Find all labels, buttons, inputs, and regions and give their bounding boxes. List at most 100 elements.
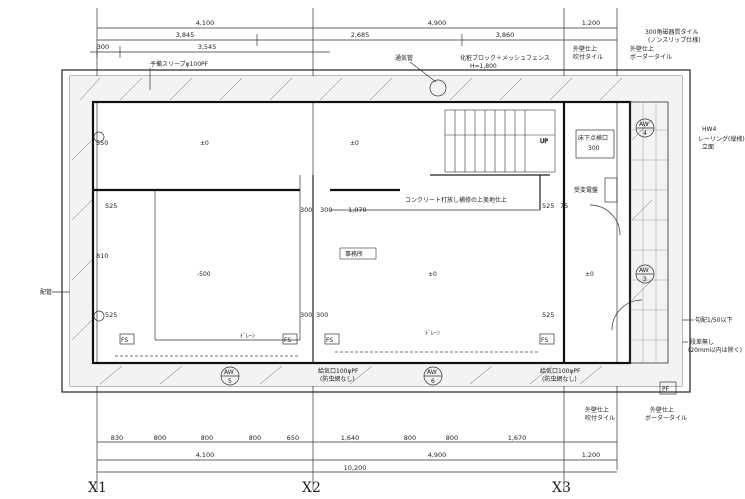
stair-up-label: UP — [540, 138, 548, 145]
wall-tr-b2: ボーダータイル — [630, 53, 672, 61]
aw-4: AW — [427, 369, 437, 376]
wall-br-b1: 外壁仕上 — [650, 406, 674, 414]
dim-1070: 1,070 — [348, 206, 367, 214]
note-concrete: コンクリート打放し補修の上美地仕上 — [405, 196, 507, 204]
level-mid-center: ±0 — [428, 271, 437, 278]
dim-top-1200: 1,200 — [582, 19, 601, 27]
wall-br-a1: 外壁仕上 — [585, 406, 609, 414]
aw-3: AW — [224, 369, 234, 376]
top-annotations: 予備スリーブφ100PF 通気管 化粧ブロック＋メッシュフェンス H=1,800… — [149, 28, 701, 90]
note-left-pipe: 配管 — [40, 288, 52, 296]
fs-1: FS — [121, 337, 128, 344]
dim-b-1670: 1,670 — [508, 434, 527, 442]
dim-top-300: 300 — [97, 43, 109, 51]
inspection-label: 床下点検口 — [578, 134, 608, 142]
dim-525-c: 525 — [105, 311, 117, 319]
dim-300-c: 300 — [300, 311, 312, 319]
note-railing-2: 立面 — [702, 143, 714, 151]
fs-2: FS — [284, 337, 291, 344]
equipment: 床下点検口 300 受変電盤 — [574, 129, 643, 331]
level-top-mid: ±0 — [350, 140, 359, 147]
dim-300-d: 300 — [316, 311, 328, 319]
intake-2a: 給気口100φPF — [540, 367, 581, 375]
top-dimensions: 4,100 4,900 1,200 3,845 2,685 3,860 300 … — [90, 19, 617, 58]
intake-1b: (防虫網なし) — [320, 375, 355, 383]
note-step-1: 段差無し — [690, 338, 714, 346]
dim-525-b: 525 — [542, 202, 554, 210]
dim-b-800-2: 800 — [201, 434, 213, 442]
aw-1-num: 4 — [643, 130, 647, 137]
aw-3-num: 5 — [228, 378, 232, 385]
wall-hatching — [71, 77, 653, 385]
window-markers: AW 4 AW 3 AW 5 AW 6 — [93, 79, 655, 386]
dim-525-a: 525 — [105, 202, 117, 210]
wall-br-b2: ボーダータイル — [645, 414, 687, 422]
note-vent: 通気管 — [395, 54, 413, 62]
fs-3: FS — [326, 337, 333, 344]
dim-b-total: 10,200 — [344, 464, 367, 472]
level-top-left: ±0 — [200, 140, 209, 147]
note-hw4: HW4 — [702, 126, 716, 133]
fs-4: FS — [541, 337, 548, 344]
intake-2b: (防虫網なし) — [542, 375, 577, 383]
wall-tr-a2: 吹付タイル — [573, 53, 603, 61]
bottom-right-annotations: 外壁仕上 吹付タイル 外壁仕上 ボーダータイル — [585, 406, 687, 422]
drain-fs: ﾄﾞﾚｰﾝ ﾄﾞﾚｰﾝ FS FS FS FS — [115, 330, 555, 357]
inspection-size: 300 — [588, 145, 600, 152]
dim-top-3860: 3,860 — [496, 31, 515, 39]
room-labels: ±0 ±0 -500 ±0 ±0 事務所 — [197, 140, 594, 278]
note-sleeve: 予備スリーブφ100PF — [150, 60, 209, 68]
dim-300-a: 300 — [300, 206, 312, 214]
dim-b-800-1: 800 — [154, 434, 166, 442]
aw-1: AW — [639, 121, 649, 128]
dim-b-800-4: 800 — [404, 434, 416, 442]
dim-b-1200: 1,200 — [582, 451, 601, 459]
intake-1a: 給気口100φPF — [318, 367, 359, 375]
level-right: ±0 — [585, 271, 594, 278]
mid-annotations: コンクリート打放し補修の上美地仕上 給気口100φPF (防虫網なし) 給気口1… — [40, 196, 677, 395]
wall-tr-a1: 外壁仕上 — [573, 45, 597, 53]
building-outline — [61, 69, 691, 393]
axis-x2: X2 — [302, 480, 321, 496]
axis-x1: X1 — [88, 480, 107, 496]
drain-label-2: ﾄﾞﾚｰﾝ — [425, 330, 440, 337]
interior-walls — [93, 102, 566, 363]
note-railing-1: レーリング(縦桟) — [698, 135, 745, 143]
note-block: 化粧ブロック＋メッシュフェンス — [460, 54, 550, 62]
note-block-h: H=1,800 — [470, 63, 497, 70]
dim-b-800-5: 800 — [446, 434, 458, 442]
dim-top-3545: 3,545 — [198, 43, 217, 51]
dim-b-4100: 4,100 — [196, 451, 215, 459]
drain-label-1: ﾄﾞﾚｰﾝ — [240, 333, 255, 340]
dim-300-b: 300 — [320, 206, 332, 214]
staircase: UP — [444, 109, 556, 173]
dim-550: 550 — [96, 139, 108, 147]
level-mid-left: -500 — [197, 271, 211, 278]
tile-note-2: (ノンスリップ仕様) — [648, 36, 701, 44]
bottom-dimensions: 830 800 800 800 650 1,640 800 800 1,670 … — [97, 434, 617, 473]
switchboard-label: 受変電盤 — [574, 186, 598, 194]
axis-x3: X3 — [552, 480, 571, 496]
right-annotations: HW4 レーリング(縦桟) 立面 勾配1/50以下 段差無し (20mm以内は除… — [682, 126, 745, 354]
wall-tr-b1: 外壁仕上 — [630, 45, 654, 53]
aw-4-num: 6 — [431, 378, 435, 385]
dim-top-4900: 4,900 — [428, 19, 447, 27]
aw-2: AW — [639, 267, 649, 274]
office-label: 事務所 — [345, 250, 363, 258]
dim-b-830: 830 — [111, 434, 123, 442]
dim-75: 75 — [560, 202, 568, 210]
pf-box: PF — [662, 386, 670, 393]
wall-br-a2: 吹付タイル — [585, 414, 615, 422]
note-slope: 勾配1/50以下 — [695, 316, 732, 324]
note-step-2: (20mm以内は除く) — [688, 346, 742, 354]
aw-2-num: 3 — [643, 276, 647, 283]
dim-b-1640: 1,640 — [341, 434, 360, 442]
dim-525-d: 525 — [542, 311, 554, 319]
dim-b-650: 650 — [287, 434, 299, 442]
dim-top-4100: 4,100 — [196, 19, 215, 27]
dim-810: 810 — [96, 252, 108, 260]
dim-b-800-3: 800 — [249, 434, 261, 442]
dim-b-4900: 4,900 — [428, 451, 447, 459]
dim-top-2685: 2,685 — [351, 31, 370, 39]
inner-dimensions: 525 300 300 1,070 525 75 525 300 300 525… — [96, 139, 568, 319]
